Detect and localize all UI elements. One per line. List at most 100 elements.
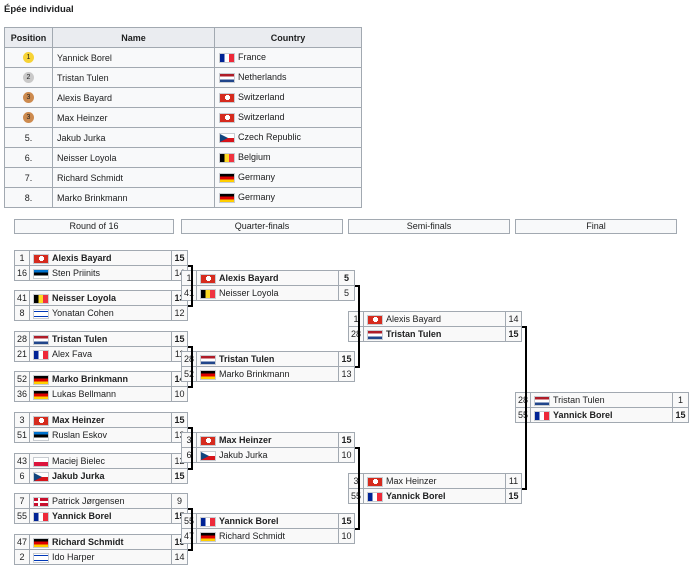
flag-de-icon [33, 374, 49, 385]
bracket-player: Tristan Tulen [196, 351, 339, 367]
bracket-player-name[interactable]: Neisser Loyola [219, 288, 279, 298]
flag-ch-icon [33, 415, 49, 426]
bracket-player-name[interactable]: Max Heinzer [52, 415, 105, 425]
round-header-qf: Quarter-finals [181, 219, 343, 234]
bracket-player: Max Heinzer [363, 473, 506, 489]
athlete-name-link[interactable]: Marko Brinkmann [57, 192, 128, 203]
country-link[interactable]: Belgium [238, 152, 271, 163]
bracket-score: 12 [171, 305, 188, 321]
bracket-player-name[interactable]: Tristan Tulen [219, 354, 275, 364]
bracket-player-name[interactable]: Jakub Jurka [52, 471, 105, 481]
country-link[interactable]: Switzerland [238, 92, 285, 103]
bracket-player-name[interactable]: Lukas Bellmann [52, 389, 117, 399]
bracket-player: Alex Fava [29, 346, 172, 362]
country-link[interactable]: France [238, 52, 267, 63]
seed-number: 41 [181, 285, 197, 301]
flag-fr-icon [33, 511, 49, 522]
athlete-name-link[interactable]: Richard Schmidt [57, 172, 124, 183]
bracket-score: 15 [171, 412, 188, 428]
athlete-name-link[interactable]: Max Heinzer [57, 112, 108, 123]
results-body: 1 Yannick Borel France 2 Tristan Tulen Nether… [4, 47, 362, 208]
athlete-name-link[interactable]: Jakub Jurka [57, 132, 106, 143]
bracket-player-name[interactable]: Tristan Tulen [386, 329, 442, 339]
seed-number: 28 [348, 326, 364, 342]
seed-number: 47 [181, 528, 197, 544]
bracket-player-name[interactable]: Ruslan Eskov [52, 430, 108, 440]
bracket-player-name[interactable]: Sten Priinits [52, 268, 101, 278]
bronze-medal-icon: 3 [23, 92, 34, 104]
athlete-name[interactable]: Tristan Tulen [52, 67, 215, 88]
seed-number: 2 [14, 549, 30, 565]
flag-il-icon [33, 308, 49, 319]
seed-number: 47 [14, 534, 30, 550]
bracket-player: Alexis Bayard [196, 270, 339, 286]
athlete-name-link[interactable]: Neisser Loyola [57, 152, 117, 163]
bracket-player-name[interactable]: Yonatan Cohen [52, 308, 114, 318]
bracket-player-name[interactable]: Neisser Loyola [52, 293, 117, 303]
bracket-player-name[interactable]: Yannick Borel [52, 511, 112, 521]
position-cell: 5. [4, 127, 53, 148]
country-link[interactable]: Switzerland [238, 112, 285, 123]
bracket-player-name[interactable]: Alexis Bayard [52, 253, 112, 263]
bracket-player-name[interactable]: Alexis Bayard [386, 314, 442, 324]
bracket-player-name[interactable]: Tristan Tulen [52, 334, 108, 344]
bracket-player-name[interactable]: Marko Brinkmann [219, 369, 290, 379]
flag-ch-icon [33, 253, 49, 264]
bracket-player-name[interactable]: Max Heinzer [386, 476, 437, 486]
bracket-player-name[interactable]: Yannick Borel [386, 491, 446, 501]
country-link[interactable]: Czech Republic [238, 132, 302, 143]
gold-medal-icon: 1 [23, 52, 34, 64]
bracket-player-name[interactable]: Alexis Bayard [219, 273, 279, 283]
athlete-name-link[interactable]: Yannick Borel [57, 52, 112, 63]
seed-number: 52 [14, 371, 30, 387]
bracket-connector [191, 508, 193, 551]
bracket-player: Richard Schmidt [196, 528, 339, 544]
bracket-player-name[interactable]: Yannick Borel [219, 516, 279, 526]
seed-number: 3 [14, 412, 30, 428]
bracket-player: Tristan Tulen [530, 392, 673, 408]
country-link[interactable]: Germany [238, 192, 276, 203]
bracket-player: Yannick Borel [363, 488, 506, 504]
bracket-player-name[interactable]: Richard Schmidt [219, 531, 286, 541]
bracket-score: 5 [338, 270, 355, 286]
bracket-score: 14 [171, 549, 188, 565]
bracket-player-name[interactable]: Tristan Tulen [553, 395, 605, 405]
athlete-name[interactable]: Neisser Loyola [52, 147, 215, 168]
country-cell: Netherlands [214, 67, 362, 88]
athlete-name[interactable]: Max Heinzer [52, 107, 215, 128]
bracket-player-name[interactable]: Maciej Bielec [52, 456, 106, 466]
athlete-name-link[interactable]: Alexis Bayard [57, 92, 113, 103]
bracket-player-name[interactable]: Alex Fava [52, 349, 93, 359]
athlete-name[interactable]: Jakub Jurka [52, 127, 215, 148]
bracket-player-name[interactable]: Patrick Jørgensen [52, 496, 125, 506]
country-link[interactable]: Netherlands [238, 72, 287, 83]
bracket-player-name[interactable]: Ido Harper [52, 552, 95, 562]
flag-de-icon [219, 172, 235, 183]
athlete-name[interactable]: Richard Schmidt [52, 167, 215, 188]
seed-number: 6 [181, 447, 197, 463]
flag-de-icon [200, 369, 216, 380]
silver-medal-icon: 2 [23, 72, 34, 84]
bracket-player-name[interactable]: Richard Schmidt [52, 537, 124, 547]
country-link[interactable]: Germany [238, 172, 276, 183]
flag-fr-icon [534, 410, 550, 421]
bracket-player-name[interactable]: Jakub Jurka [219, 450, 268, 460]
seed-number: 52 [181, 366, 197, 382]
bracket-player-name[interactable]: Yannick Borel [553, 410, 613, 420]
bracket-player: Ido Harper [29, 549, 172, 565]
athlete-name-link[interactable]: Tristan Tulen [57, 72, 109, 83]
athlete-name[interactable]: Yannick Borel [52, 47, 215, 68]
athlete-name[interactable]: Alexis Bayard [52, 87, 215, 108]
bracket-player-name[interactable]: Marko Brinkmann [52, 374, 129, 384]
seed-number: 55 [181, 513, 197, 529]
bracket-player-name[interactable]: Max Heinzer [219, 435, 272, 445]
flag-cz-icon [200, 450, 216, 461]
bracket-score: 9 [171, 493, 188, 509]
bracket-connector [188, 427, 191, 429]
athlete-name[interactable]: Marko Brinkmann [52, 187, 215, 208]
